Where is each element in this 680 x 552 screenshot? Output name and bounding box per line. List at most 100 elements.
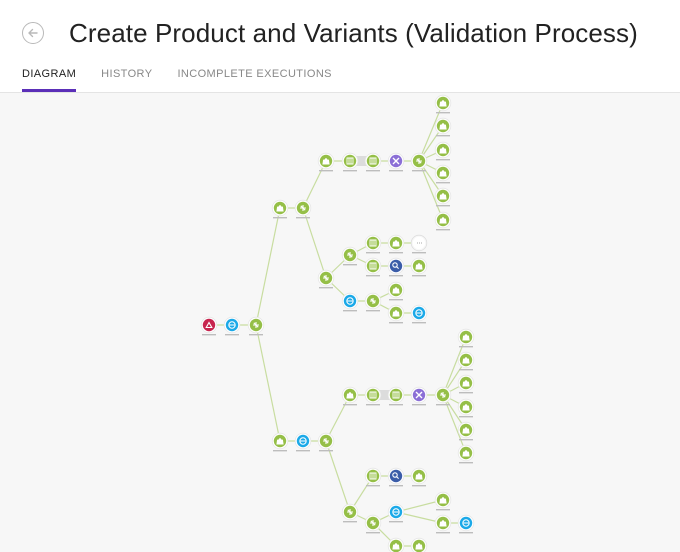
scenario-diagram-canvas[interactable] bbox=[0, 93, 680, 552]
iterator-icon bbox=[369, 472, 377, 480]
shopify-module-node[interactable] bbox=[457, 374, 475, 394]
connection-line bbox=[255, 207, 281, 326]
shopify-module-node[interactable] bbox=[410, 467, 428, 487]
shopify-bag-icon bbox=[415, 543, 423, 550]
http-module-node[interactable] bbox=[341, 292, 359, 312]
router-module-node[interactable] bbox=[294, 199, 312, 219]
router-icon bbox=[416, 158, 422, 164]
search-module-node[interactable] bbox=[387, 257, 405, 277]
router-module-node[interactable] bbox=[364, 292, 382, 312]
node-caption bbox=[459, 346, 473, 348]
node-caption bbox=[366, 310, 380, 312]
iterator-module-node[interactable] bbox=[364, 152, 382, 172]
shopify-module-node[interactable] bbox=[387, 304, 405, 324]
node-badge bbox=[202, 318, 216, 332]
shopify-bag-icon bbox=[439, 147, 447, 154]
shopify-module-node[interactable] bbox=[457, 351, 475, 371]
shopify-module-node[interactable] bbox=[457, 421, 475, 441]
router-icon bbox=[370, 298, 376, 304]
shopify-module-node[interactable] bbox=[387, 281, 405, 301]
node-caption bbox=[459, 532, 473, 534]
router-module-node[interactable] bbox=[434, 386, 452, 406]
shopify-module-node[interactable] bbox=[457, 444, 475, 464]
tools-module-node[interactable] bbox=[410, 386, 428, 406]
iterator-module-node[interactable] bbox=[364, 386, 382, 406]
scenario-diagram[interactable] bbox=[0, 93, 680, 552]
empty-module-node[interactable] bbox=[410, 234, 428, 254]
shopify-module-node[interactable] bbox=[410, 537, 428, 552]
router-module-node[interactable] bbox=[317, 269, 335, 289]
shopify-module-node[interactable] bbox=[387, 537, 405, 552]
shopify-bag-icon bbox=[415, 473, 423, 480]
shopify-module-node[interactable] bbox=[410, 257, 428, 277]
http-module-node[interactable] bbox=[410, 304, 428, 324]
back-button[interactable] bbox=[22, 22, 44, 44]
node-badge bbox=[389, 388, 403, 402]
iterator-module-node[interactable] bbox=[364, 234, 382, 254]
shopify-module-node[interactable] bbox=[434, 491, 452, 511]
shopify-bag-icon bbox=[276, 205, 284, 212]
webhook-module-node[interactable] bbox=[200, 316, 218, 336]
node-caption bbox=[319, 287, 333, 289]
shopify-module-node[interactable] bbox=[434, 164, 452, 184]
shopify-module-node[interactable] bbox=[457, 398, 475, 418]
iterator-module-node[interactable] bbox=[364, 467, 382, 487]
tab-incomplete-executions[interactable]: INCOMPLETE EXECUTIONS bbox=[177, 68, 332, 80]
header: Create Product and Variants (Validation … bbox=[0, 0, 680, 93]
router-module-node[interactable] bbox=[341, 246, 359, 266]
shopify-module-node[interactable] bbox=[434, 514, 452, 534]
iterator-module-node[interactable] bbox=[341, 152, 359, 172]
router-module-node[interactable] bbox=[341, 503, 359, 523]
node-badge bbox=[366, 259, 380, 273]
http-module-node[interactable] bbox=[223, 316, 241, 336]
shopify-bag-icon bbox=[439, 123, 447, 130]
router-module-node[interactable] bbox=[364, 514, 382, 534]
node-caption bbox=[412, 322, 426, 324]
router-module-node[interactable] bbox=[247, 316, 265, 336]
http-module-node[interactable] bbox=[457, 514, 475, 534]
node-caption bbox=[459, 416, 473, 418]
node-caption bbox=[296, 217, 310, 219]
shopify-module-node[interactable] bbox=[434, 141, 452, 161]
search-module-node[interactable] bbox=[387, 467, 405, 487]
shopify-module-node[interactable] bbox=[434, 117, 452, 137]
iterator-module-node[interactable] bbox=[387, 386, 405, 406]
shopify-module-node[interactable] bbox=[271, 199, 289, 219]
node-caption bbox=[412, 170, 426, 172]
tab-diagram[interactable]: DIAGRAM bbox=[22, 68, 77, 92]
shopify-module-node[interactable] bbox=[387, 234, 405, 254]
shopify-bag-icon bbox=[462, 380, 470, 387]
shopify-module-node[interactable] bbox=[317, 152, 335, 172]
connection-lines bbox=[209, 102, 467, 547]
shopify-bag-icon bbox=[276, 438, 284, 445]
shopify-module-node[interactable] bbox=[434, 187, 452, 207]
shopify-module-node[interactable] bbox=[434, 211, 452, 231]
shopify-module-node[interactable] bbox=[434, 94, 452, 114]
router-icon bbox=[347, 252, 353, 258]
http-module-node[interactable] bbox=[294, 432, 312, 452]
shopify-bag-icon bbox=[346, 392, 354, 399]
shopify-bag-icon bbox=[439, 217, 447, 224]
node-caption bbox=[436, 182, 450, 184]
iterator-module-node[interactable] bbox=[364, 257, 382, 277]
search-icon bbox=[392, 262, 399, 269]
http-icon bbox=[462, 519, 470, 527]
shopify-bag-icon bbox=[439, 193, 447, 200]
node-badge bbox=[366, 388, 380, 402]
router-module-node[interactable] bbox=[317, 432, 335, 452]
router-module-node[interactable] bbox=[410, 152, 428, 172]
node-caption bbox=[366, 275, 380, 277]
shopify-module-node[interactable] bbox=[341, 386, 359, 406]
tab-history[interactable]: HISTORY bbox=[101, 68, 153, 80]
router-icon bbox=[323, 438, 329, 444]
shopify-module-node[interactable] bbox=[457, 328, 475, 348]
node-caption bbox=[459, 392, 473, 394]
connection-line bbox=[302, 160, 327, 209]
tools-module-node[interactable] bbox=[387, 152, 405, 172]
shopify-module-node[interactable] bbox=[271, 432, 289, 452]
shopify-bag-icon bbox=[439, 520, 447, 527]
connection-line bbox=[255, 324, 281, 442]
http-module-node[interactable] bbox=[387, 503, 405, 523]
iterator-icon bbox=[392, 391, 400, 399]
router-icon bbox=[347, 509, 353, 515]
